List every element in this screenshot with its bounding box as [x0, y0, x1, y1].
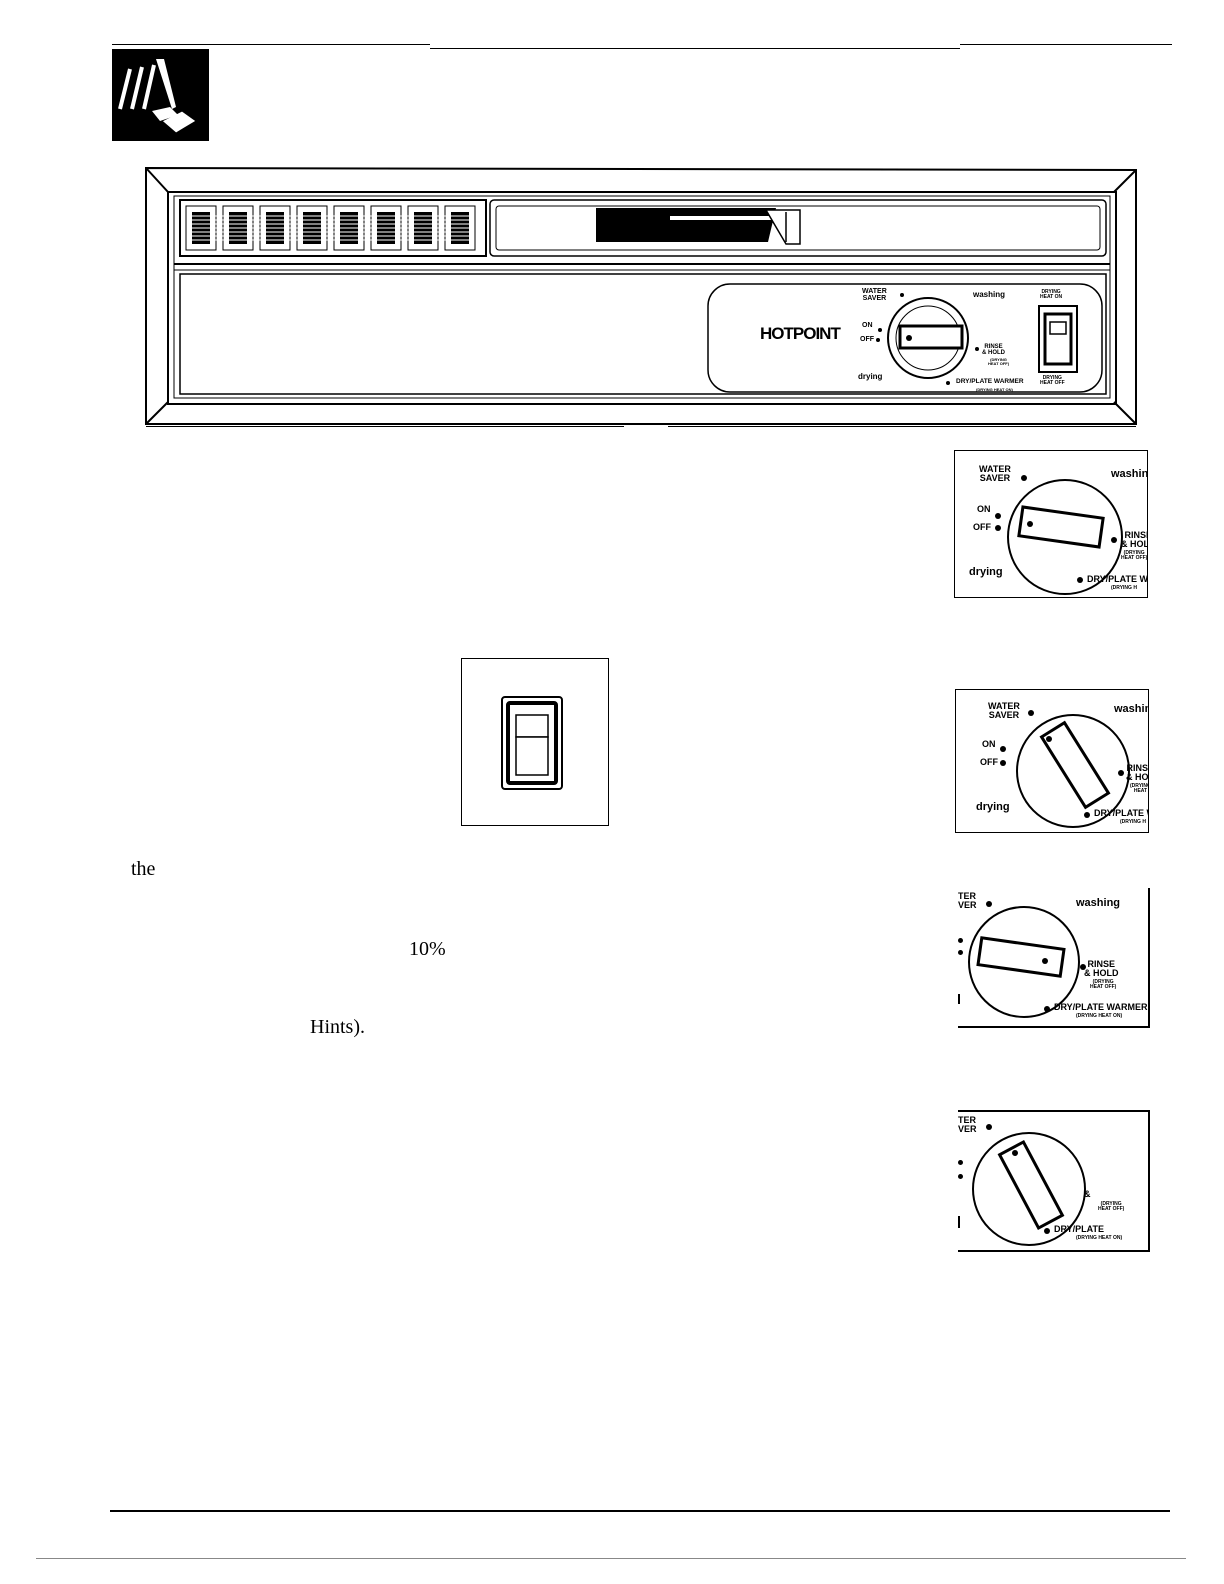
switch-detail-rocker[interactable] — [501, 696, 561, 788]
dial3-dry-plate: DRY/PLATE WARMER — [1054, 1002, 1148, 1012]
brand-logo: HOTPOINT — [760, 324, 841, 343]
header-rule-mid — [430, 48, 960, 49]
dial-detail-dry-plate: TER VER & (DRYING HEAT OFF) DRY/PLATE (D… — [958, 1110, 1152, 1252]
dial3-rinse-sub: (DRYING HEAT OFF) — [1090, 979, 1117, 990]
dial4-dot-dry-plate — [1044, 1228, 1050, 1234]
dial3-washing: washing — [1076, 897, 1121, 909]
dial3-left-tick — [958, 994, 960, 1004]
panel-bottom-rule-right — [668, 426, 1136, 427]
dial4-amp: & — [1084, 1189, 1091, 1199]
dial3-dry-plate-sub: (DRYING HEAT ON) — [1076, 1013, 1123, 1019]
dial1-dot-dry-plate — [1077, 577, 1083, 583]
dial3-dot-dry-plate — [1044, 1006, 1050, 1012]
panel-label-rinse-hold: RINSE & HOLD — [982, 344, 1005, 356]
panel-label-off: OFF — [860, 336, 874, 343]
dial1-dot-on — [995, 513, 1001, 519]
dial4-bottom-border — [958, 1250, 1150, 1252]
dial2-water-saver: WATER SAVER — [988, 701, 1020, 720]
dial4-rinse-sub: (DRYING HEAT OFF) — [1098, 1201, 1125, 1212]
dial4-water-saver: TER VER — [958, 1115, 977, 1134]
text-fragment-percent: 10% — [409, 938, 446, 960]
dial4-dot-water-saver — [986, 1124, 992, 1130]
panel-label-dry-plate-warmer-sub: (DRYING HEAT ON) — [976, 387, 1013, 392]
dial4-dot-left-2 — [958, 1174, 963, 1179]
panel-dot-dry-plate — [946, 381, 950, 385]
panel-label-drying: drying — [858, 372, 883, 381]
panel-switch-label-bottom: DRYING HEAT OFF — [1040, 375, 1065, 386]
dial3-dot-water-saver — [986, 901, 992, 907]
switch-detail — [461, 658, 609, 826]
panel-label-water-saver: WATER SAVER — [862, 288, 887, 302]
dial3-right-border — [1148, 888, 1150, 1028]
dial4-right-border — [1148, 1110, 1150, 1252]
dial2-dry-plate-sub: (DRYING H — [1120, 819, 1146, 825]
dial4-dot-left-1 — [958, 1160, 963, 1165]
dial2-dot-on — [1000, 746, 1006, 752]
dial1-dry-plate: DRY/PLATE W — [1087, 574, 1148, 584]
dial1-on: ON — [977, 504, 991, 514]
dial3-bottom-border — [958, 1026, 1150, 1028]
dial2-rinse: RINS & HO — [1126, 763, 1149, 782]
dial1-water-saver: WATER SAVER — [979, 464, 1011, 483]
dial4-indicator-dot — [1012, 1150, 1018, 1156]
dial4-top-border — [958, 1110, 1150, 1112]
dial2-washing: washin — [1114, 703, 1149, 715]
dial2-dry-plate: DRY/PLATE W — [1094, 808, 1149, 818]
panel-cycle-dial[interactable] — [888, 298, 968, 378]
dial2-dot-water-saver — [1028, 710, 1034, 716]
dial1-drying: drying — [969, 566, 1003, 578]
panel-label-on: ON — [862, 322, 873, 329]
hand-pressing-button-icon — [112, 49, 209, 141]
dial1-dot-rinse — [1111, 537, 1117, 543]
dial-detail-on-off: WATER SAVER washing ON OFF RINSE & HOLD … — [954, 450, 1148, 598]
header-rule-right — [960, 44, 1172, 45]
panel-dot-on — [878, 328, 882, 332]
panel-switch-label-top: DRYING HEAT ON — [1040, 289, 1063, 300]
dial3-indicator-dot — [1042, 958, 1048, 964]
dial3-dot-rinse — [1080, 964, 1086, 970]
dial2-dot-rinse — [1118, 770, 1124, 776]
footer-rule-bottom — [36, 1558, 1186, 1559]
panel-label-washing: washing — [973, 290, 1006, 299]
panel-dot-off — [876, 338, 880, 342]
dial1-dry-plate-sub: (DRYING H — [1111, 585, 1137, 591]
panel-dot-rinse — [975, 347, 979, 351]
dial4-left-tick — [958, 1216, 960, 1228]
dial2-off: OFF — [980, 757, 998, 767]
dishwasher-control-panel: HOTPOINT WATER SAVER washing ON OFF RINS… — [140, 166, 1140, 428]
dial3-dot-left-1 — [958, 938, 963, 943]
dial1-dot-off — [995, 525, 1001, 531]
dial3-dot-left-2 — [958, 950, 963, 955]
dial2-dot-dry-plate — [1084, 812, 1090, 818]
dial2-indicator-dot — [1046, 736, 1052, 742]
panel-label-dry-plate-warmer: DRY/PLATE WARMER — [956, 378, 1024, 385]
dial1-washing: washing — [1111, 468, 1148, 480]
panel-label-rinse-hold-sub: (DRYING HEAT OFF) — [988, 357, 1010, 366]
dial2-rinse-sub: (DRYING HEAT — [1130, 783, 1149, 794]
text-fragment-the: the — [131, 858, 156, 880]
header-rule-left — [112, 44, 430, 45]
panel-dot-water-saver — [900, 293, 904, 297]
footer-rule — [110, 1510, 1170, 1512]
dial-detail-rinse-hold: TER VER washing RINSE & HOLD (DRYING HEA… — [958, 888, 1152, 1028]
dial1-rinse-sub: (DRYING HEAT OFF) — [1121, 550, 1148, 561]
dial-detail-drying: WATER SAVER washin ON OFF RINS & HO (DRY… — [955, 689, 1149, 833]
dial2-dot-off — [1000, 760, 1006, 766]
dial4-dry-plate: DRY/PLATE — [1054, 1224, 1105, 1234]
dial1-indicator-dot — [1027, 521, 1033, 527]
dial2-drying: drying — [976, 801, 1010, 813]
vent-grille — [184, 204, 482, 252]
dial4-dry-plate-sub: (DRYING HEAT ON) — [1076, 1235, 1123, 1241]
panel-drying-switch[interactable] — [1039, 306, 1077, 372]
text-fragment-hints: Hints). — [310, 1016, 365, 1038]
dial3-rinse: RINSE & HOLD — [1084, 959, 1119, 978]
dial1-rinse: RINSE & HOLD — [1121, 530, 1147, 549]
dial1-off: OFF — [973, 522, 991, 532]
dial2-on: ON — [982, 739, 996, 749]
dial3-water-saver: TER VER — [958, 891, 977, 910]
dial1-dot-water-saver — [1021, 475, 1027, 481]
panel-bottom-rule-left — [146, 426, 624, 427]
